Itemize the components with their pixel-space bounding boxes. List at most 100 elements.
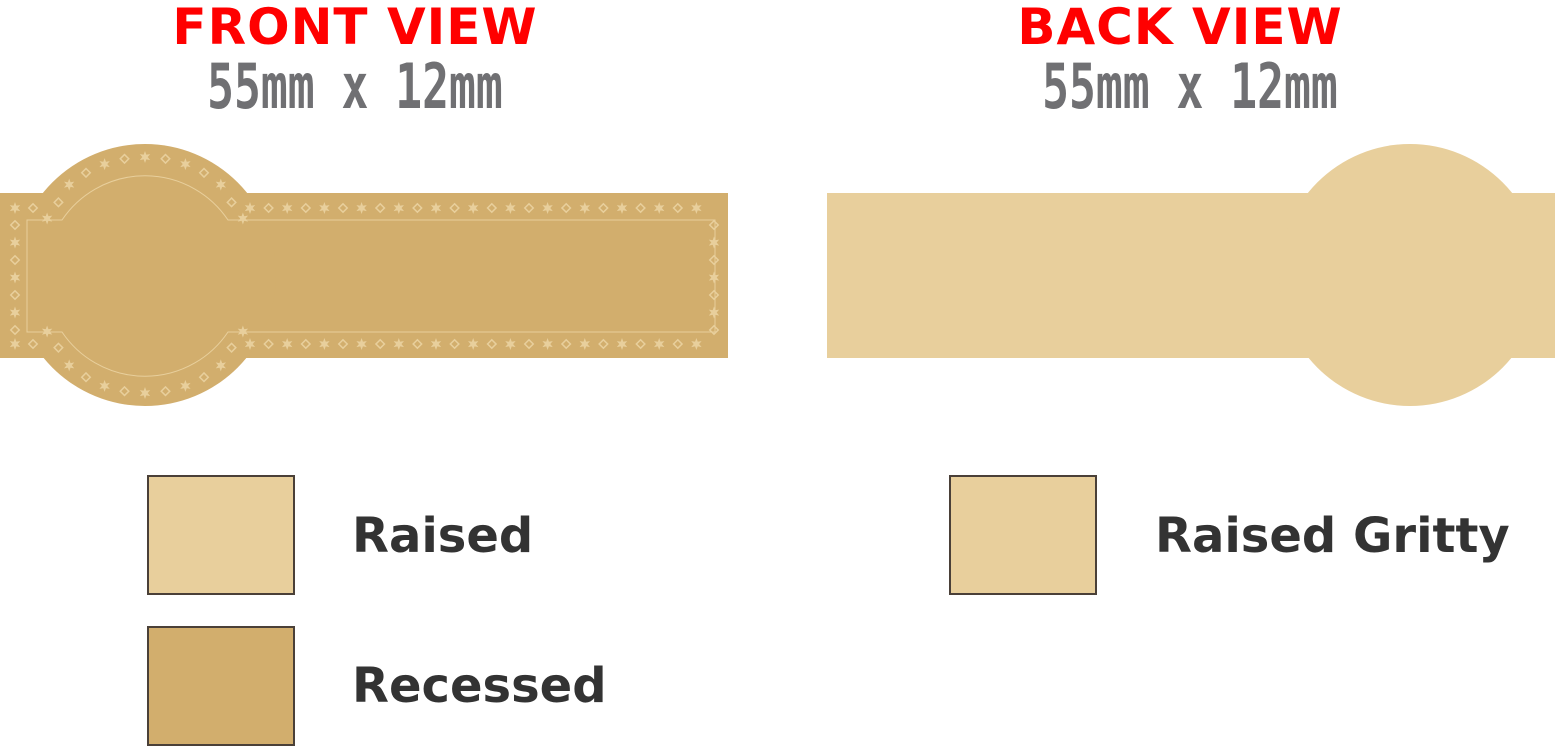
star-ornament xyxy=(244,338,256,350)
star-ornament xyxy=(319,338,330,350)
diamond-ornament xyxy=(9,324,21,336)
diamond-ornament xyxy=(226,342,237,353)
diamond-ornament xyxy=(449,202,460,214)
raised-label: Raised xyxy=(352,508,534,564)
diamond-ornament xyxy=(708,254,720,266)
diamond-ornament xyxy=(53,197,64,208)
star-ornament xyxy=(356,338,367,350)
diamond-ornament xyxy=(486,338,498,350)
star-ornament xyxy=(505,202,516,214)
star-ornament xyxy=(430,202,442,214)
diamond-ornament xyxy=(80,371,92,383)
diamond-ornament xyxy=(374,202,386,214)
star-ornament xyxy=(708,236,720,249)
star-ornament xyxy=(64,178,75,191)
diamond-ornament xyxy=(198,371,210,383)
star-ornament xyxy=(9,306,21,319)
star-ornament xyxy=(139,387,151,399)
diamond-ornament xyxy=(708,324,720,336)
diamond-ornament xyxy=(708,289,720,301)
diamond-ornament xyxy=(337,202,349,214)
front-view-band xyxy=(0,144,728,406)
diamond-ornament xyxy=(198,167,210,179)
diamond-ornament xyxy=(598,338,609,350)
star-ornament xyxy=(99,379,110,392)
diamond-ornament xyxy=(337,338,349,350)
diamond-ornament xyxy=(374,338,386,350)
diamond-ornament xyxy=(9,289,21,301)
front-view-size: 55mm x 12mm xyxy=(207,50,503,123)
star-ornament xyxy=(41,212,53,225)
diamond-ornament xyxy=(160,385,171,397)
diamond-ornament xyxy=(53,342,64,353)
star-ornament xyxy=(654,202,665,214)
star-ornament xyxy=(393,338,404,350)
diamond-ornament xyxy=(9,254,21,266)
star-ornament xyxy=(215,359,226,372)
diamond-ornament xyxy=(672,202,684,214)
star-ornament xyxy=(505,338,516,350)
star-ornament xyxy=(319,202,330,214)
raised-gritty-swatch xyxy=(949,475,1097,595)
star-ornament xyxy=(708,271,720,284)
diamond-ornament xyxy=(412,338,423,350)
star-ornament xyxy=(244,202,256,214)
star-ornament xyxy=(691,338,702,350)
star-ornament xyxy=(282,202,293,214)
diamond-ornament xyxy=(27,338,39,350)
diamond-ornament xyxy=(27,202,39,214)
star-ornament xyxy=(180,158,191,171)
diamond-ornament xyxy=(9,219,21,231)
star-ornament xyxy=(215,178,226,191)
back-view-band xyxy=(827,144,1555,406)
diamond-ornament xyxy=(598,202,609,214)
star-ornament xyxy=(708,306,720,319)
back-view-size: 55mm x 12mm xyxy=(1042,50,1338,123)
star-ornament xyxy=(579,202,590,214)
diamond-ornament xyxy=(300,202,312,214)
diamond-ornament xyxy=(412,202,423,214)
diamond-ornament xyxy=(449,338,460,350)
diamond-ornament xyxy=(560,202,572,214)
star-ornament xyxy=(468,202,479,214)
star-ornament xyxy=(616,338,628,350)
star-ornament xyxy=(9,338,21,350)
star-ornament xyxy=(9,271,21,284)
raised-swatch xyxy=(147,475,295,595)
star-ornament xyxy=(616,202,628,214)
star-ornament xyxy=(139,151,151,163)
diamond-ornament xyxy=(80,167,92,179)
diamond-ornament xyxy=(672,338,684,350)
diamond-ornament xyxy=(486,202,498,214)
star-ornament xyxy=(282,338,293,350)
star-ornament xyxy=(393,202,404,214)
star-ornament xyxy=(99,158,110,171)
star-ornament xyxy=(9,202,21,214)
recessed-label: Recessed xyxy=(352,658,607,714)
raised-gritty-label: Raised Gritty xyxy=(1155,508,1510,564)
star-ornament xyxy=(356,202,367,214)
star-ornament xyxy=(237,325,249,338)
star-ornament xyxy=(691,202,702,214)
star-ornament xyxy=(237,212,249,225)
front-ornaments xyxy=(9,151,720,399)
front-view-title: FRONT VIEW xyxy=(172,0,538,56)
star-ornament xyxy=(430,338,442,350)
star-ornament xyxy=(468,338,479,350)
star-ornament xyxy=(542,202,553,214)
diamond-ornament xyxy=(263,338,274,350)
diamond-ornament xyxy=(300,338,312,350)
diamond-ornament xyxy=(635,338,646,350)
diamond-ornament xyxy=(708,219,720,231)
diamond-ornament xyxy=(523,338,535,350)
recessed-swatch xyxy=(147,626,295,746)
diamond-ornament xyxy=(226,197,237,208)
star-ornament xyxy=(9,236,21,249)
back-view-title: BACK VIEW xyxy=(1017,0,1343,56)
diamond-ornament xyxy=(119,385,130,397)
diamond-ornament xyxy=(263,202,274,214)
star-ornament xyxy=(542,338,553,350)
diamond-ornament xyxy=(160,153,171,165)
star-ornament xyxy=(64,359,75,372)
